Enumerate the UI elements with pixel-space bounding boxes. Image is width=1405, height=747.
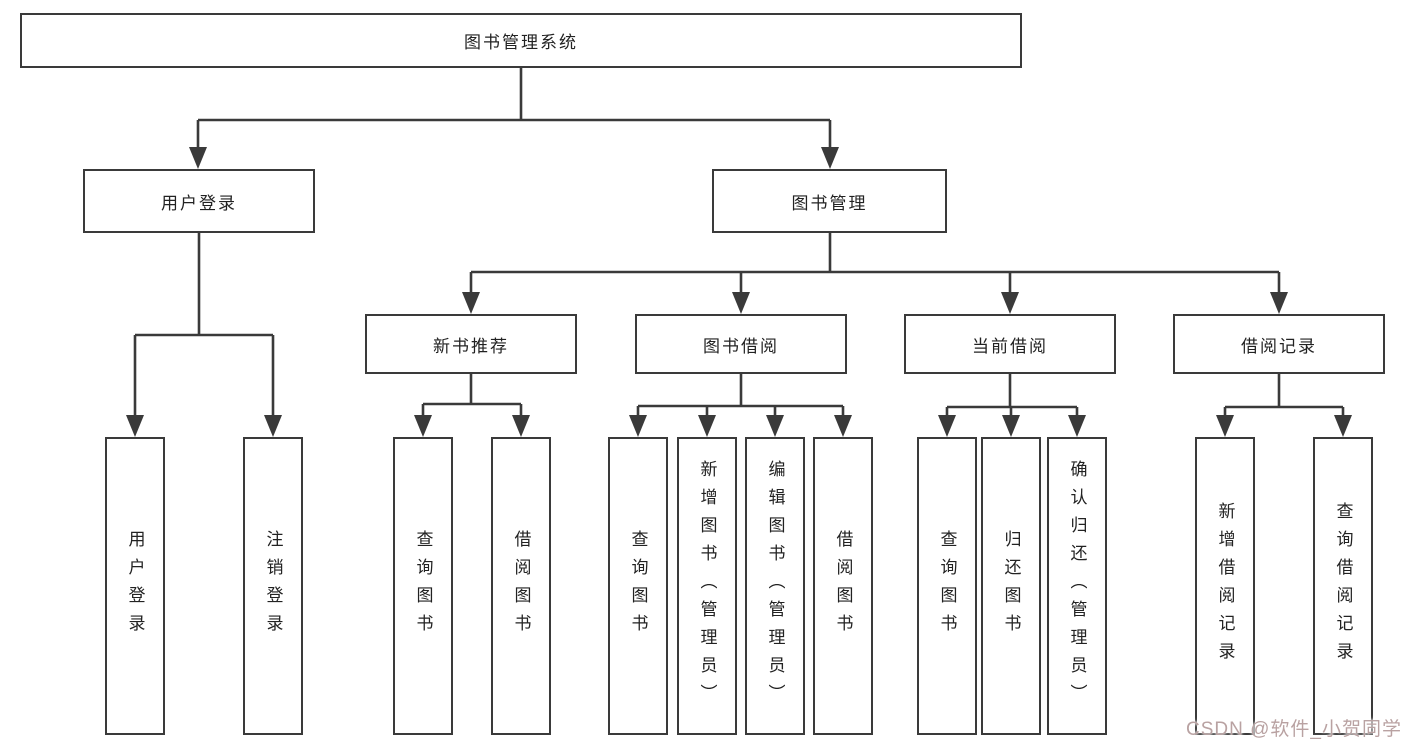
csdn-watermark: CSDN @软件_小贺同学 [1186, 719, 1402, 740]
leaf-borrow-books-recommend-label: 借阅图书 [511, 530, 531, 642]
leaf-query-books-recommend: 查询图书 [393, 437, 453, 735]
leaf-query-books-recommend-label: 查询图书 [413, 530, 433, 642]
node-borrow-records-label: 借阅记录 [1241, 336, 1317, 356]
node-book-management-label: 图书管理 [791, 193, 868, 213]
leaf-return-books: 归还图书 [981, 437, 1041, 735]
node-borrow-records: 借阅记录 [1173, 314, 1385, 374]
node-book-borrow: 图书借阅 [635, 314, 847, 374]
leaf-confirm-return-admin-label: 确认归还（管理员） [1067, 460, 1087, 712]
leaf-query-books-borrow: 查询图书 [608, 437, 668, 735]
leaf-query-borrow-record-label: 查询借阅记录 [1333, 502, 1353, 670]
node-book-borrow-label: 图书借阅 [703, 336, 779, 356]
leaf-return-books-label: 归还图书 [1001, 530, 1021, 642]
leaf-add-book-admin-label: 新增图书（管理员） [697, 460, 717, 712]
leaf-logout-label: 注销登录 [263, 530, 283, 642]
node-user-login: 用户登录 [83, 169, 315, 233]
leaf-query-books-borrow-label: 查询图书 [628, 530, 648, 642]
node-root: 图书管理系统 [20, 13, 1022, 68]
leaf-user-login-label: 用户登录 [125, 530, 145, 642]
leaf-query-books-current: 查询图书 [917, 437, 977, 735]
leaf-query-borrow-record: 查询借阅记录 [1313, 437, 1373, 735]
leaf-edit-book-admin: 编辑图书（管理员） [745, 437, 805, 735]
leaf-borrow-books-recommend: 借阅图书 [491, 437, 551, 735]
leaf-user-login: 用户登录 [105, 437, 165, 735]
leaf-edit-book-admin-label: 编辑图书（管理员） [765, 460, 785, 712]
leaf-borrow-books-label: 借阅图书 [833, 530, 853, 642]
node-new-book-recommend: 新书推荐 [365, 314, 577, 374]
leaf-add-book-admin: 新增图书（管理员） [677, 437, 737, 735]
node-user-login-label: 用户登录 [161, 193, 237, 213]
leaf-confirm-return-admin: 确认归还（管理员） [1047, 437, 1107, 735]
node-book-management: 图书管理 [712, 169, 947, 233]
leaf-logout: 注销登录 [243, 437, 303, 735]
leaf-add-borrow-record-label: 新增借阅记录 [1215, 502, 1235, 670]
node-current-borrow: 当前借阅 [904, 314, 1116, 374]
leaf-query-books-current-label: 查询图书 [937, 530, 957, 642]
node-current-borrow-label: 当前借阅 [972, 336, 1048, 356]
leaf-add-borrow-record: 新增借阅记录 [1195, 437, 1255, 735]
node-new-book-recommend-label: 新书推荐 [433, 336, 509, 356]
node-root-label: 图书管理系统 [464, 33, 578, 52]
leaf-borrow-books: 借阅图书 [813, 437, 873, 735]
